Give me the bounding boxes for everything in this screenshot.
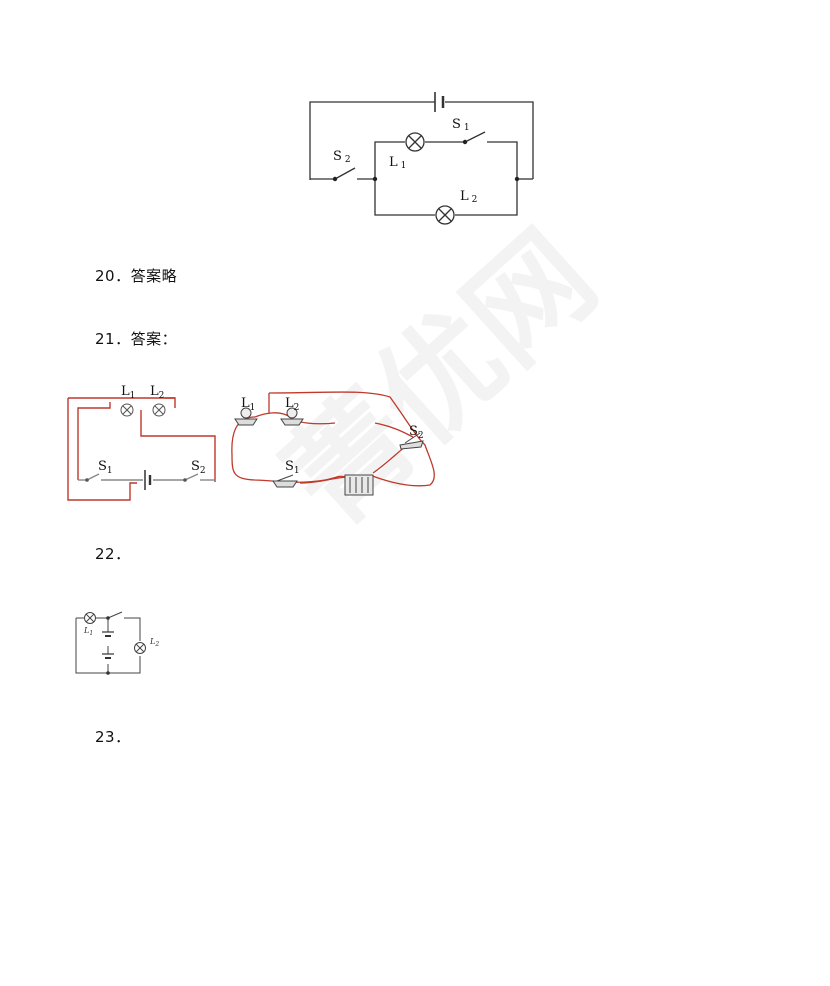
svg-text:S2: S2 [191, 459, 206, 476]
svg-text:S2: S2 [333, 149, 351, 165]
l2-label: L [149, 637, 155, 646]
svg-text:S1: S1 [452, 117, 470, 133]
svg-text:L1: L1 [83, 626, 93, 637]
svg-text:L2: L2 [149, 637, 159, 648]
svg-text:L2: L2 [150, 384, 164, 401]
question-23: 23． [95, 726, 131, 747]
question-text: 答案： [130, 330, 178, 348]
l2-label: L [285, 396, 294, 411]
svg-text:L1: L1 [121, 384, 135, 401]
l1-label: L [241, 396, 250, 411]
s1-label: S [285, 459, 294, 474]
l2-label: L [150, 384, 159, 399]
s2-label: S [191, 459, 200, 474]
svg-text:L2: L2 [460, 189, 477, 205]
l1-label: L [121, 384, 130, 399]
s2-label: S [409, 424, 418, 439]
question-number: 22． [95, 545, 131, 563]
question-21: 21．答案： [95, 328, 177, 349]
svg-text:L1: L1 [241, 396, 255, 413]
question-number: 20． [95, 267, 131, 285]
question-number: 21． [95, 330, 131, 348]
l1-label: L [389, 155, 398, 170]
question-20: 20．答案略 [95, 265, 177, 286]
svg-text:S1: S1 [285, 459, 300, 476]
svg-text:S2: S2 [409, 424, 424, 441]
svg-text:L2: L2 [285, 396, 299, 413]
question-number: 23． [95, 728, 131, 746]
s2-label: S [333, 149, 342, 164]
question-22: 22． [95, 543, 131, 564]
question-text: 答案略 [130, 267, 178, 285]
l1-label: L [83, 626, 89, 635]
svg-text:L1: L1 [389, 155, 406, 171]
circuit-diagram-red-left: L1 L2 S1 S2 [67, 384, 216, 501]
svg-text:S1: S1 [98, 459, 113, 476]
circuit-wiring-physical: L1 L2 S1 S2 [231, 391, 435, 496]
s1-label: S [452, 117, 461, 132]
s1-label: S [98, 459, 107, 474]
l2-label: L [460, 189, 469, 204]
circuit-diagram-small: L1 L2 [75, 611, 159, 675]
